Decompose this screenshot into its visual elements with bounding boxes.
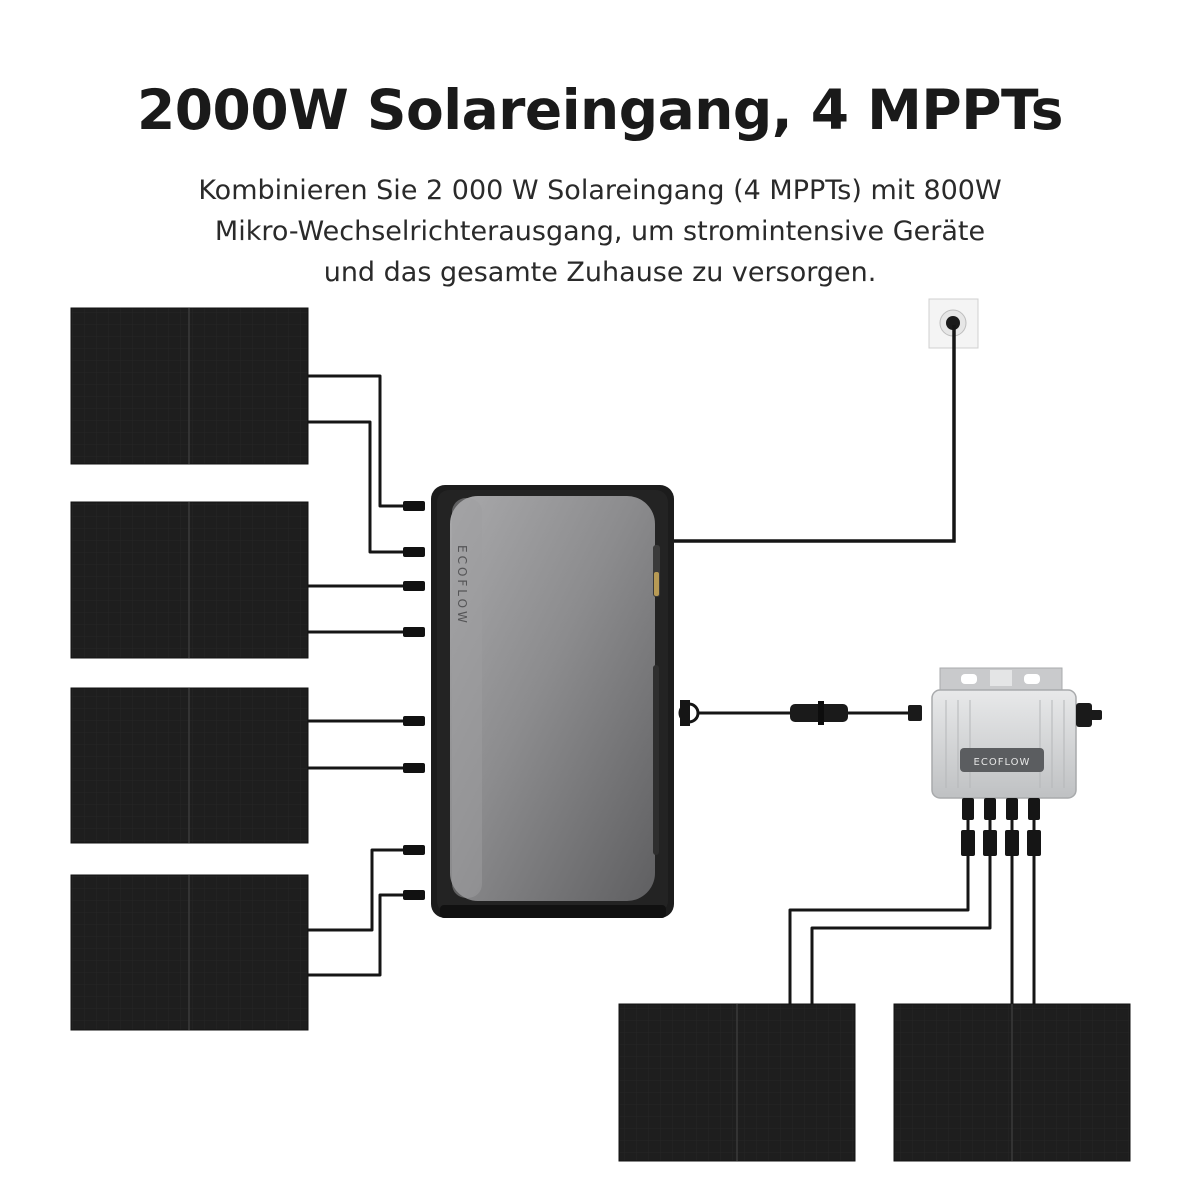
panel-cables bbox=[308, 374, 405, 977]
description-line-1: Kombinieren Sie 2 000 W Solareingang (4 … bbox=[198, 175, 1002, 206]
description: Kombinieren Sie 2 000 W Solareingang (4 … bbox=[100, 170, 1100, 293]
battery-logo: ECOFLOW bbox=[455, 545, 469, 626]
solar-panel-6 bbox=[893, 1003, 1131, 1162]
description-line-2: Mikro-Wechselrichterausgang, um stromint… bbox=[214, 216, 986, 247]
headline: 2000W Solareingang, 4 MPPTs bbox=[137, 78, 1063, 142]
solar-panel-2 bbox=[70, 501, 309, 659]
solar-panel-4 bbox=[70, 874, 309, 1031]
inverter-connectors bbox=[961, 798, 1041, 856]
inverter-logo: ECOFLOW bbox=[974, 757, 1031, 768]
battery-unit: ECOFLOW bbox=[431, 485, 674, 918]
solar-panel-3 bbox=[70, 687, 309, 844]
inverter-cables bbox=[788, 820, 1036, 1004]
description-line-3: und das gesamte Zuhause zu versorgen. bbox=[323, 257, 877, 288]
grid-cable bbox=[674, 325, 956, 543]
ac-cable bbox=[678, 700, 922, 726]
solar-panel-5 bbox=[618, 1003, 856, 1162]
solar-panel-1 bbox=[70, 307, 309, 465]
mc4-connectors bbox=[403, 501, 425, 900]
micro-inverter: ECOFLOW bbox=[931, 667, 1102, 799]
